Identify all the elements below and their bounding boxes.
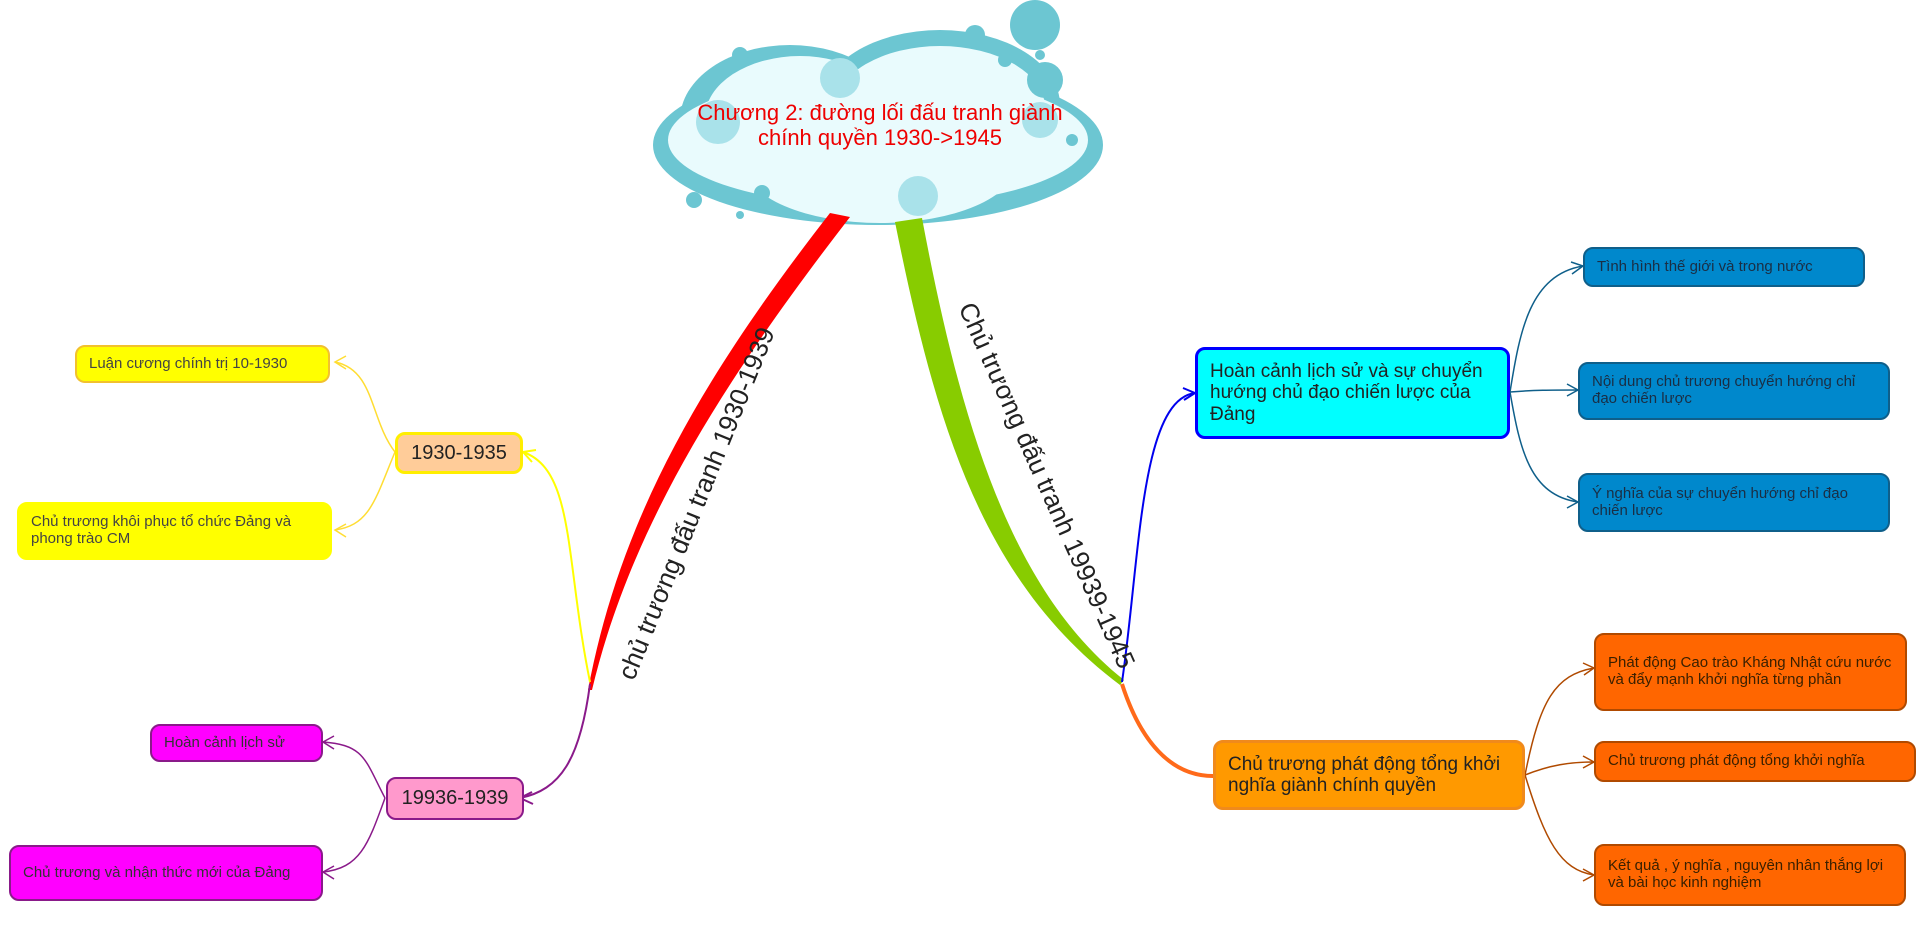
connector-phat-dong <box>1524 667 1595 776</box>
group-1930-1935[interactable]: 1930-1935 <box>395 432 523 474</box>
group-tong-khoi-nghia[interactable]: Chủ trương phát động tổng khởi nghĩa già… <box>1213 740 1525 810</box>
leaf-phat-dong-cao-trao[interactable]: Phát động Cao trào Kháng Nhật cứu nước v… <box>1594 633 1907 711</box>
connector-tinh-hinh <box>1509 265 1584 393</box>
connector-khoi-phuc <box>334 451 396 531</box>
central-topic-line1: Chương 2: đường lối đấu tranh giành <box>697 100 1063 125</box>
central-cloud <box>653 0 1103 225</box>
group-label: Hoàn cảnh lịch sử và sự chuyển hướng chủ… <box>1210 361 1483 425</box>
leaf-label: Kết quả , ý nghĩa , nguyên nhân thắng lợ… <box>1608 857 1884 891</box>
leaf-label: Ý nghĩa của sự chuyển hướng chỉ đạo chiế… <box>1592 484 1848 519</box>
leaf-label: Chủ trương khôi phục tổ chức Đảng và pho… <box>31 513 292 547</box>
leaf-label: Tình hình thế giới và trong nước <box>1597 257 1813 275</box>
leaf-label: Luận cương chính trị 10-1930 <box>89 354 288 372</box>
connector-tong-khoi-nghia <box>1120 683 1214 778</box>
leaf-label: Hoàn cảnh lịch sử <box>164 733 285 751</box>
group-label: 19936-1939 <box>401 787 509 810</box>
group-19936-1939[interactable]: 19936-1939 <box>386 777 524 820</box>
connector-tong-khoi-nghia-leaf <box>1524 761 1595 776</box>
leaf-luan-cuong-chinh-tri[interactable]: Luận cương chính trị 10-1930 <box>75 345 330 383</box>
leaf-noi-dung-chu-truong[interactable]: Nội dung chủ trương chuyển hướng chỉ đạo… <box>1578 362 1890 420</box>
central-topic[interactable]: Chương 2: đường lối đấu tranh giành chín… <box>650 100 1110 151</box>
leaf-tinh-hinh[interactable]: Tình hình thế giới và trong nước <box>1583 247 1865 287</box>
group-label: 1930-1935 <box>411 441 507 464</box>
leaf-label: Chủ trương và nhận thức mới của Đảng <box>23 863 291 881</box>
connector-hoan-canh-left <box>322 741 386 799</box>
leaf-hoan-canh-lich-su-left[interactable]: Hoàn cảnh lịch sử <box>150 724 323 762</box>
central-topic-line2: chính quyền 1930->1945 <box>757 125 1003 151</box>
connector-ket-qua <box>1524 774 1595 876</box>
connector-y-nghia <box>1509 391 1579 503</box>
connector-19936-1939 <box>519 683 591 799</box>
group-label: Chủ trương phát động tổng khởi nghĩa già… <box>1228 753 1501 796</box>
leaf-label: Phát động Cao trào Kháng Nhật cứu nước v… <box>1608 654 1892 688</box>
connector-luan-cuong <box>334 361 396 453</box>
leaf-nhan-thuc-moi[interactable]: Chủ trương và nhận thức mới của Đảng <box>9 845 323 901</box>
connector-nhan-thuc <box>322 797 386 873</box>
connector-hoan-canh-right <box>1121 392 1196 683</box>
connector-noi-dung <box>1509 389 1579 393</box>
right-main-branch <box>895 218 1124 685</box>
leaf-ket-qua-y-nghia[interactable]: Kết quả , ý nghĩa , nguyên nhân thắng lợ… <box>1594 844 1906 906</box>
leaf-label: Chủ trương phát động tổng khởi nghĩa <box>1608 752 1865 770</box>
leaf-tong-khoi-nghia[interactable]: Chủ trương phát động tổng khởi nghĩa <box>1594 741 1916 782</box>
leaf-khoi-phuc-to-chuc[interactable]: Chủ trương khôi phục tổ chức Đảng và pho… <box>17 502 332 560</box>
connector-1930-1935 <box>522 451 591 683</box>
leaf-label: Nội dung chủ trương chuyển hướng chỉ đạo… <box>1592 373 1856 407</box>
group-hoan-canh-chuyen-huong[interactable]: Hoàn cảnh lịch sử và sự chuyển hướng chủ… <box>1195 347 1510 439</box>
leaf-y-nghia-chuyen-huong[interactable]: Ý nghĩa của sự chuyển hướng chỉ đạo chiế… <box>1578 473 1890 532</box>
